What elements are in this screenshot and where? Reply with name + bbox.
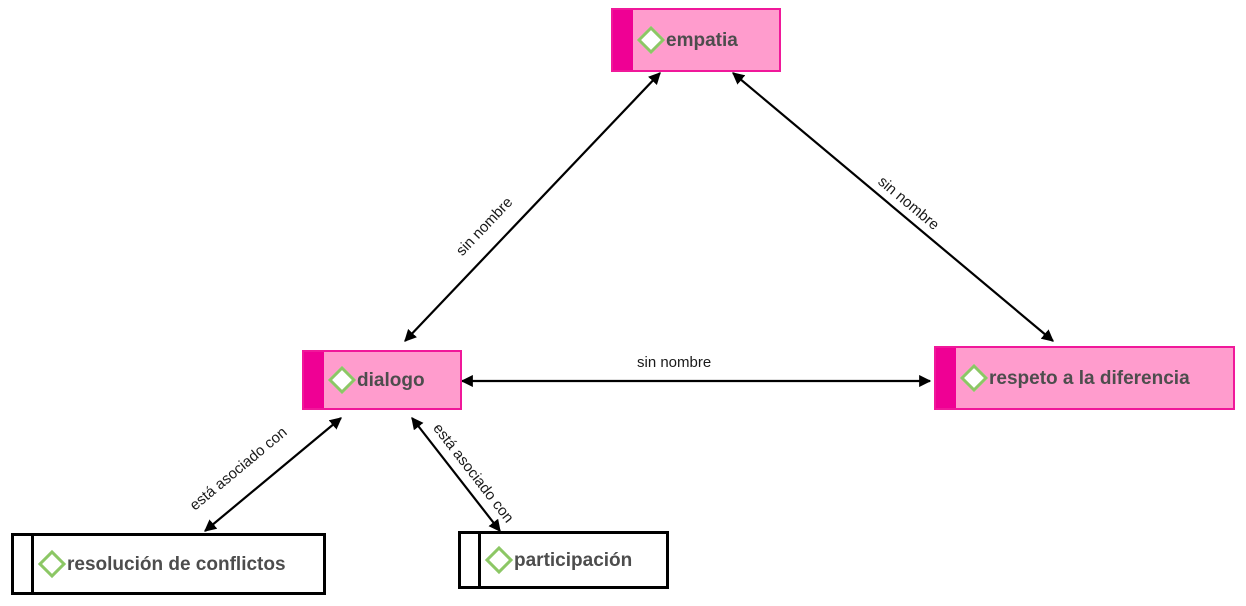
node-respeto-label: respeto a la diferencia <box>989 367 1190 389</box>
edge-label-dialogo-respeto: sin nombre <box>637 354 712 371</box>
node-respeto-body: respeto a la diferencia <box>956 348 1233 408</box>
node-respeto-accent-strip <box>936 348 956 408</box>
diamond-icon <box>959 363 989 393</box>
node-resolucion-accent-strip <box>14 536 34 592</box>
node-dialogo-label: dialogo <box>357 369 425 391</box>
node-empatia-label: empatia <box>666 29 738 51</box>
node-empatia[interactable]: empatia <box>611 8 781 72</box>
edge-dialogo-resolucion[interactable] <box>204 417 342 532</box>
edge-dialogo-participacion[interactable] <box>411 417 501 532</box>
node-dialogo[interactable]: dialogo <box>302 350 462 410</box>
node-participacion[interactable]: participación <box>458 531 669 589</box>
diamond-icon <box>636 25 666 55</box>
node-dialogo-accent-strip <box>304 352 324 408</box>
node-participacion-label: participación <box>514 549 633 571</box>
node-resolucion-de-conflictos[interactable]: resolución de conflictos <box>11 533 326 595</box>
edge-empatia-dialogo[interactable] <box>404 72 661 342</box>
edge-empatia-respeto[interactable] <box>732 72 1054 342</box>
node-participacion-accent-strip <box>461 534 481 586</box>
node-empatia-accent-strip <box>613 10 633 70</box>
node-dialogo-body: dialogo <box>324 352 460 408</box>
node-resolucion-label: resolución de conflictos <box>67 553 286 575</box>
diamond-icon <box>37 549 67 579</box>
diamond-icon <box>327 365 357 395</box>
node-participacion-body: participación <box>481 534 666 586</box>
diamond-icon <box>484 545 514 575</box>
node-respeto-a-la-diferencia[interactable]: respeto a la diferencia <box>934 346 1235 410</box>
node-empatia-body: empatia <box>633 10 779 70</box>
node-resolucion-body: resolución de conflictos <box>34 536 323 592</box>
